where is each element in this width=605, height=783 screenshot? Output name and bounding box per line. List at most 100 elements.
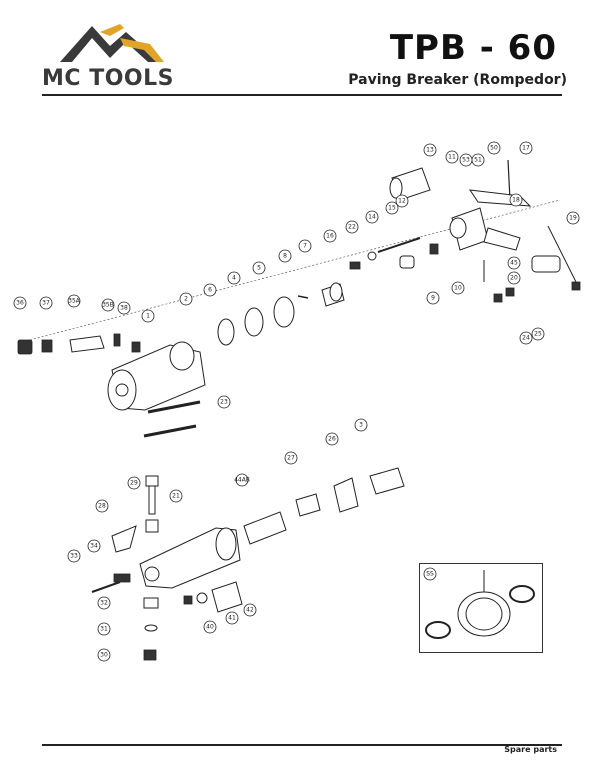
exploded-parts-diagram: 1234567891011121314151617181920212223242… [13, 141, 581, 662]
callout-circle [459, 153, 473, 167]
callout-number: 29 [130, 480, 138, 487]
callout-circle [235, 473, 249, 487]
callout-circle [423, 143, 437, 157]
part-callout-28: 28 [95, 499, 109, 513]
callout-circle [67, 294, 81, 308]
callout-circle [284, 451, 298, 465]
callout-number: 40 [206, 624, 214, 631]
callout-circle [117, 301, 131, 315]
callout-number: 22 [348, 224, 356, 231]
part-callout-19: 19 [566, 211, 580, 225]
callout-number: 23 [220, 399, 228, 406]
callout-number: 41 [228, 615, 236, 622]
callout-number: 20 [510, 275, 518, 282]
inset-detail-ss: SS [419, 563, 543, 653]
part-callout-5: 5 [252, 261, 266, 275]
part-callout-13: 13 [423, 143, 437, 157]
inset-label: SS [426, 571, 434, 578]
callout-number: 1 [146, 313, 150, 320]
callout-circle [426, 291, 440, 305]
callout-circle [97, 648, 111, 662]
part-callout-42: 42 [243, 603, 257, 617]
callout-number: 4 [232, 275, 236, 282]
callout-circle [509, 193, 523, 207]
callout-number: 44AB [234, 477, 250, 484]
callout-number: 45 [510, 260, 518, 267]
callout-circle [385, 201, 399, 215]
callout-number: 32 [100, 600, 108, 607]
callout-circle [507, 271, 521, 285]
callout-number: 30 [100, 652, 108, 659]
callout-number: 7 [303, 243, 307, 250]
callout-circle [325, 432, 339, 446]
part-callout-21: 21 [169, 489, 183, 503]
callout-circle [519, 141, 533, 155]
part-callout-53: 53 [459, 153, 473, 167]
part-callout-41: 41 [225, 611, 239, 625]
callout-number: 17 [522, 145, 530, 152]
part-callout-1: 1 [141, 309, 155, 323]
part-callout-35a: 35A [67, 294, 81, 308]
callout-circle [127, 476, 141, 490]
header-divider [42, 94, 562, 96]
part-callout-51: 51 [471, 153, 485, 167]
callout-circle [95, 499, 109, 513]
callout-circle [451, 281, 465, 295]
model-title: TPB - 60 [389, 28, 557, 68]
part-callout-37: 37 [39, 296, 53, 310]
callout-number: 42 [246, 607, 254, 614]
callout-circle [298, 239, 312, 253]
callout-circle [101, 298, 115, 312]
callout-number: 3 [359, 422, 363, 429]
callout-number: 12 [398, 198, 406, 205]
part-callout-3: 3 [354, 418, 368, 432]
part-callout-24: 24 [519, 331, 533, 345]
callout-number: 21 [172, 493, 180, 500]
callout-number: 34 [90, 543, 98, 550]
part-callout-44ab: 44AB [234, 473, 250, 487]
callout-number: 14 [368, 214, 376, 221]
part-callout-32: 32 [97, 596, 111, 610]
callout-number: 27 [287, 455, 295, 462]
callout-circle [345, 220, 359, 234]
mc-tools-logo [40, 14, 190, 94]
callout-number: 13 [426, 147, 434, 154]
callout-circle [278, 249, 292, 263]
part-callout-22: 22 [345, 220, 359, 234]
callout-circle [97, 596, 111, 610]
callout-number: 26 [328, 436, 336, 443]
footer-divider [42, 744, 562, 746]
part-callout-27: 27 [284, 451, 298, 465]
brand-name: MC TOOLS [42, 66, 174, 91]
product-subtitle: Paving Breaker (Rompedor) [348, 72, 567, 88]
callout-number: 38 [120, 305, 128, 312]
part-callout-34: 34 [87, 539, 101, 553]
callout-circle [87, 539, 101, 553]
callout-circle [141, 309, 155, 323]
callout-circle [13, 296, 27, 310]
callout-circle [507, 256, 521, 270]
callout-number: 37 [42, 300, 50, 307]
callout-number: 8 [283, 253, 287, 260]
part-callout-16: 16 [323, 229, 337, 243]
callout-number: 24 [522, 335, 530, 342]
part-callout-10: 10 [451, 281, 465, 295]
callout-number: 2 [184, 296, 188, 303]
part-callout-36: 36 [13, 296, 27, 310]
part-callout-9: 9 [426, 291, 440, 305]
callout-circle [179, 292, 193, 306]
callout-number: 53 [462, 157, 470, 164]
callout-circle [531, 327, 545, 341]
part-callout-18: 18 [509, 193, 523, 207]
callout-circle [395, 194, 409, 208]
clamp-assembly-illustration: SS [423, 567, 535, 639]
part-callout-30: 30 [97, 648, 111, 662]
part-callout-20: 20 [507, 271, 521, 285]
part-callout-38: 38 [117, 301, 131, 315]
callout-number: 50 [490, 145, 498, 152]
part-callout-7: 7 [298, 239, 312, 253]
callout-circle [354, 418, 368, 432]
part-callout-35b: 35B [101, 298, 115, 312]
part-callout-14: 14 [365, 210, 379, 224]
callout-circle [445, 150, 459, 164]
